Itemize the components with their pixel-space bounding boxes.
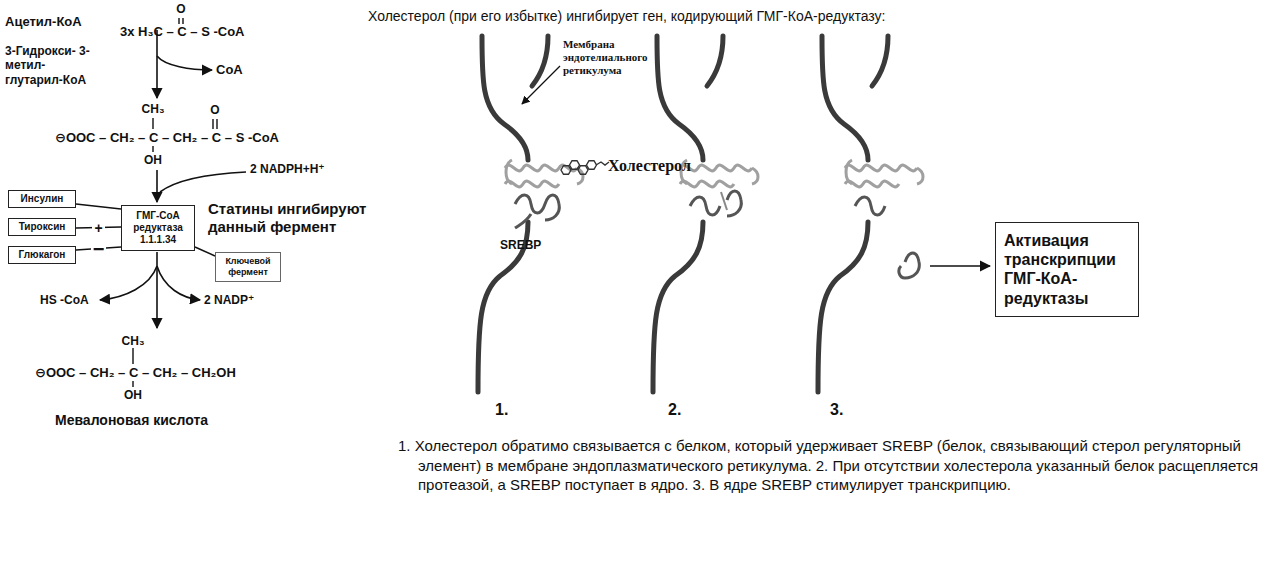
box-text: Активация транскрипции ГМГ-КоА-редуктазы (1004, 231, 1130, 308)
er-panel-1 (478, 36, 609, 392)
chemical-formula: 3х H₃C – C – S -CoA (120, 24, 244, 40)
protein-label: SREBP (500, 238, 541, 252)
retention-protein (505, 160, 583, 187)
edge-sign: + (92, 221, 104, 235)
box-text: Ключевой фермент (219, 256, 277, 278)
step-number: 2. (668, 400, 681, 419)
leader-line (522, 66, 560, 104)
er-membrane (818, 36, 888, 392)
box-text: Глюкагон (11, 249, 73, 261)
srebp-protein (690, 191, 741, 216)
atom-label: O (176, 2, 185, 16)
box-text: Инсулин (11, 193, 73, 205)
er-panel-2 (653, 36, 758, 392)
hormone-box: Инсулин (8, 190, 76, 208)
hormone-box: Глюкагон (8, 246, 76, 264)
note-text: Статины ингибируют данный фермент (208, 200, 398, 236)
atom-label: O (210, 103, 219, 117)
cofactor-label: 2 NADP⁺ (204, 293, 254, 307)
er-panel-3 (818, 36, 923, 392)
group-label: CH₃ (122, 334, 145, 348)
substrate-name: 3-Гидрокси- 3-метил- глутарил-КоА (5, 44, 105, 87)
step-number: 3. (830, 400, 843, 419)
substrate-name: Ацетил-КоА (5, 14, 82, 30)
enzyme-box: ГМГ-CoA редуктаза 1.1.1.34 (121, 205, 195, 251)
result-box: Активация транскрипции ГМГ-КоА-редуктазы (995, 222, 1139, 317)
pathway-arrows (100, 30, 246, 328)
note-box: Ключевой фермент (215, 252, 281, 282)
cholesterol-molecule (561, 161, 609, 175)
cofactor-label: 2 NADPH+H⁺ (250, 162, 325, 176)
srebp-protein (855, 197, 885, 215)
chemical-formula: ⊖OOC – CH₂ – C – CH₂ – C – S -CoA (55, 130, 279, 146)
molecule-label: Холестерол (608, 156, 691, 175)
group-label: OH (124, 388, 142, 402)
box-text: Тироксин (11, 221, 73, 233)
srebp-fragment (899, 253, 919, 278)
connector (76, 204, 121, 209)
byproduct-label: CoA (216, 62, 243, 78)
title: Холестерол (при его избытке) ингибирует … (368, 8, 1258, 25)
caption: 1. Холестерол обратимо связывается с бел… (398, 436, 1262, 495)
group-label: CH₃ (142, 102, 165, 116)
product-name: Мевалоновая кислота (55, 412, 208, 429)
step-number: 1. (495, 400, 508, 419)
chemical-formula: ⊖OOC – CH₂ – C – CH₂ – CH₂OH (35, 365, 236, 381)
box-text: ГМГ-CoA редуктаза 1.1.1.34 (126, 210, 190, 246)
activation-arrow (930, 265, 990, 267)
group-label: OH (144, 153, 162, 167)
hormone-box: Тироксин (8, 218, 76, 236)
retention-protein (680, 160, 758, 187)
membrane-label: Мембрана эндотелиального ретикулума (563, 38, 663, 78)
protease-cut (721, 192, 727, 210)
byproduct-label: HS -CoA (40, 293, 89, 307)
retention-protein (845, 160, 923, 187)
connector (195, 247, 215, 256)
chemical-bonds (133, 18, 217, 387)
srebp-protein (515, 195, 559, 228)
edge-sign: − (91, 239, 107, 259)
